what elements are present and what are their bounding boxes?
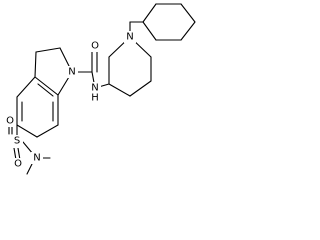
atom-n-piperidine: N [126,32,133,43]
bonds [8,3,196,175]
atom-h-amide: H [91,93,99,104]
atom-o-sulfonyl-bottom: O [14,159,22,170]
bond [34,51,37,78]
bond [142,3,157,23]
bond [129,80,152,97]
bond [108,83,131,97]
bond [35,47,61,53]
bond [37,83,54,97]
atom-n-dimethyl: N [33,153,40,164]
bond [34,76,59,96]
bond [180,3,196,23]
bond [16,76,36,98]
atom-labels: O N N H N S O O N [4,31,136,170]
bond [16,124,38,138]
atom-n-indoline: N [68,67,75,78]
atom-s-sulfonyl: S [14,136,20,147]
structure-drawing: O N N H N S O O N [4,3,196,175]
atom-o-carbonyl: O [91,41,99,52]
molecule-diagram: O N N H N S O O N [0,0,204,175]
bond [142,21,157,41]
bond [36,124,59,138]
atom-o-sulfonyl-top: O [6,116,14,127]
atom-n-amide: N [91,83,98,94]
bond [180,21,196,41]
